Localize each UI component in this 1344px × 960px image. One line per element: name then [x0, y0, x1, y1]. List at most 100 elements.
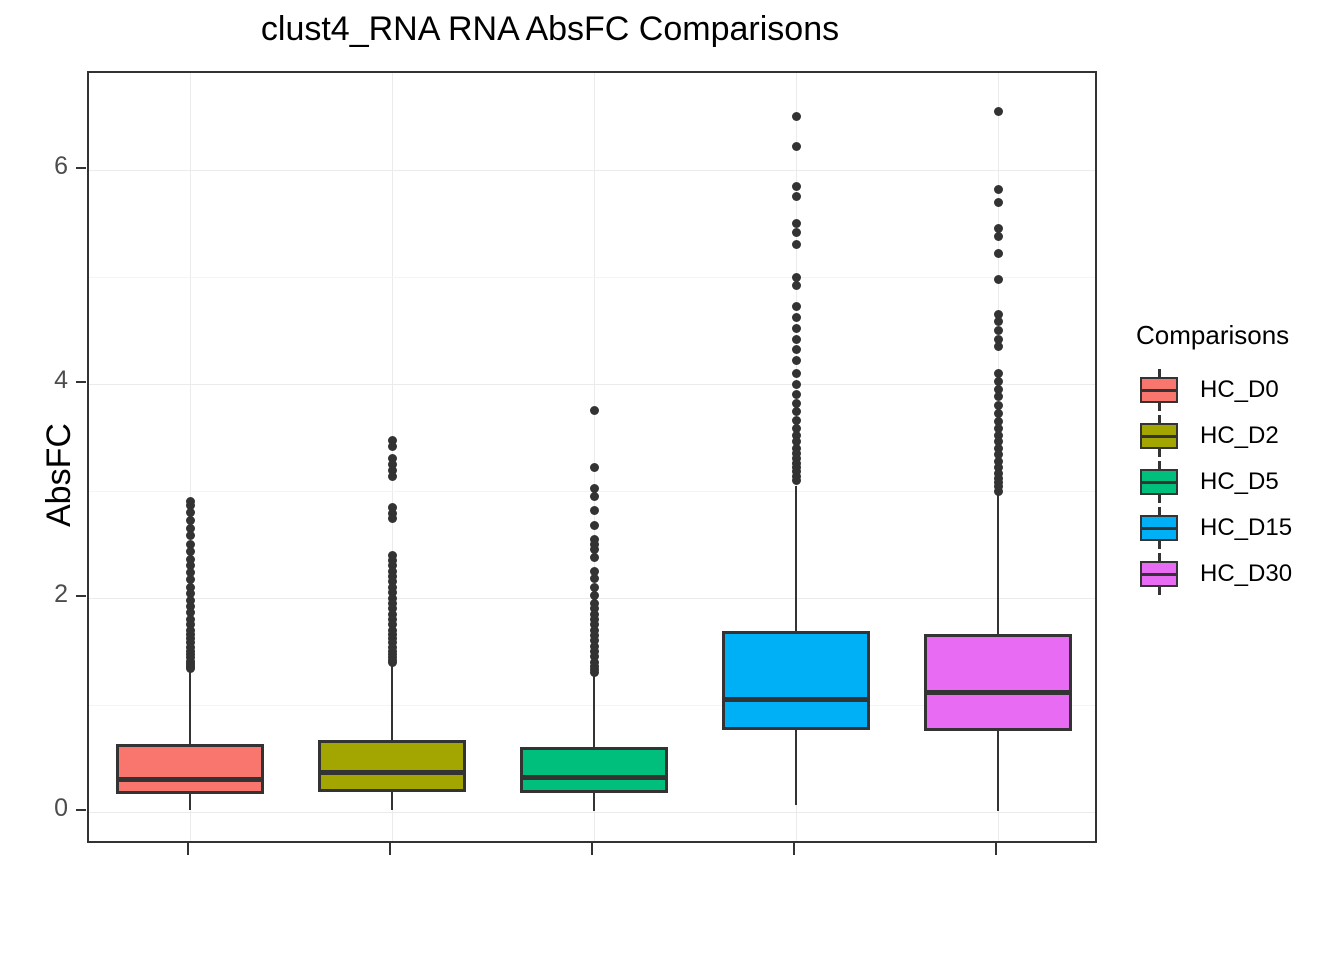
- whisker-lower: [795, 729, 797, 805]
- chart-title: clust4_RNA RNA AbsFC Comparisons: [260, 10, 840, 48]
- outlier-point: [993, 416, 1003, 426]
- outlier-point: [589, 534, 599, 544]
- outlier-point: [791, 219, 801, 228]
- outlier-point: [589, 552, 599, 562]
- whisker-upper: [189, 669, 191, 744]
- boxplot-HC_D15[interactable]: [722, 73, 870, 841]
- outlier-point: [387, 459, 397, 469]
- legend-swatch-HC_D30: [1136, 551, 1182, 597]
- outlier-point: [791, 390, 801, 400]
- outlier-point: [387, 514, 397, 524]
- legend-item-HC_D0[interactable]: HC_D0: [1136, 367, 1336, 413]
- legend-item-HC_D30[interactable]: HC_D30: [1136, 551, 1336, 597]
- outlier-point: [387, 657, 397, 667]
- outlier-point: [993, 384, 1003, 394]
- outlier-point: [589, 609, 599, 619]
- legend-median: [1142, 480, 1176, 484]
- legend-box: [1140, 561, 1178, 587]
- whisker-upper: [795, 485, 797, 632]
- outlier-point: [993, 443, 1003, 453]
- outlier-point: [387, 577, 397, 587]
- outlier-point: [993, 430, 1003, 440]
- outlier-point: [791, 437, 801, 447]
- outlier-point: [791, 281, 801, 291]
- outlier-point: [387, 436, 397, 446]
- outlier-point: [589, 520, 599, 530]
- outlier-point: [993, 377, 1003, 387]
- outlier-point: [791, 141, 801, 151]
- outlier-point: [185, 516, 195, 526]
- legend-median: [1142, 388, 1176, 392]
- outlier-point: [387, 582, 397, 592]
- legend-swatch-HC_D15: [1136, 505, 1182, 551]
- outlier-point: [589, 598, 599, 608]
- outlier-point: [993, 224, 1003, 234]
- legend-box: [1140, 423, 1178, 449]
- outlier-point: [185, 507, 195, 517]
- boxplot-HC_D30[interactable]: [924, 73, 1072, 841]
- outlier-point: [993, 368, 1003, 378]
- outlier-point: [589, 604, 599, 614]
- outlier-point: [791, 398, 801, 408]
- outlier-point: [589, 582, 599, 592]
- box-iqr: [722, 631, 870, 730]
- box-iqr: [520, 746, 668, 793]
- boxplot-HC_D0[interactable]: [116, 73, 264, 841]
- median-line: [116, 777, 264, 783]
- outlier-point: [589, 545, 599, 555]
- outlier-point: [791, 181, 801, 191]
- box-iqr: [924, 634, 1072, 731]
- x-tick-mark-HC_D30: [995, 843, 997, 855]
- outlier-point: [387, 609, 397, 619]
- outlier-point: [993, 456, 1003, 466]
- gridline-y-minor: [89, 277, 1095, 278]
- outlier-point: [589, 484, 599, 494]
- outlier-point: [993, 106, 1003, 116]
- boxplot-HC_D5[interactable]: [520, 73, 668, 841]
- outlier-point: [791, 302, 801, 312]
- outlier-point: [589, 668, 599, 678]
- gridline-y-major: [89, 384, 1095, 385]
- outlier-point: [387, 561, 397, 571]
- legend-label: HC_D15: [1200, 514, 1293, 541]
- outlier-point: [589, 574, 599, 584]
- outlier-point: [993, 231, 1003, 241]
- outlier-point: [387, 556, 397, 566]
- legend-item-HC_D2[interactable]: HC_D2: [1136, 413, 1336, 459]
- outlier-point: [589, 614, 599, 624]
- whisker-upper: [593, 676, 595, 747]
- y-tick-mark: [76, 595, 86, 597]
- outlier-point: [185, 620, 195, 630]
- outlier-point: [185, 575, 195, 585]
- outlier-point: [185, 602, 195, 612]
- boxplot-HC_D2[interactable]: [318, 73, 466, 841]
- outlier-point: [589, 505, 599, 515]
- median-line: [722, 697, 870, 703]
- outlier-point: [993, 326, 1003, 335]
- outlier-point: [993, 309, 1003, 319]
- outlier-point: [791, 415, 801, 425]
- outlier-point: [387, 572, 397, 582]
- outlier-point: [185, 614, 195, 624]
- x-tick-mark-HC_D2: [389, 843, 391, 855]
- outlier-point: [993, 462, 1003, 472]
- gridline-y-major: [89, 812, 1095, 813]
- outlier-point: [993, 392, 1003, 402]
- gridline-y-minor: [89, 705, 1095, 706]
- outlier-point: [185, 531, 195, 541]
- outlier-point: [589, 462, 599, 472]
- outlier-point: [387, 466, 397, 476]
- legend-item-HC_D5[interactable]: HC_D5: [1136, 459, 1336, 505]
- outlier-point: [993, 400, 1003, 410]
- outlier-point: [387, 593, 397, 603]
- y-axis-title: AbsFC: [40, 423, 78, 527]
- outlier-point: [791, 368, 801, 378]
- legend-item-HC_D15[interactable]: HC_D15: [1136, 505, 1336, 551]
- outlier-point: [387, 508, 397, 518]
- gridline-x: [189, 73, 191, 841]
- y-tick-mark: [76, 167, 86, 169]
- plot-area: [89, 73, 1095, 841]
- outlier-point: [791, 355, 801, 365]
